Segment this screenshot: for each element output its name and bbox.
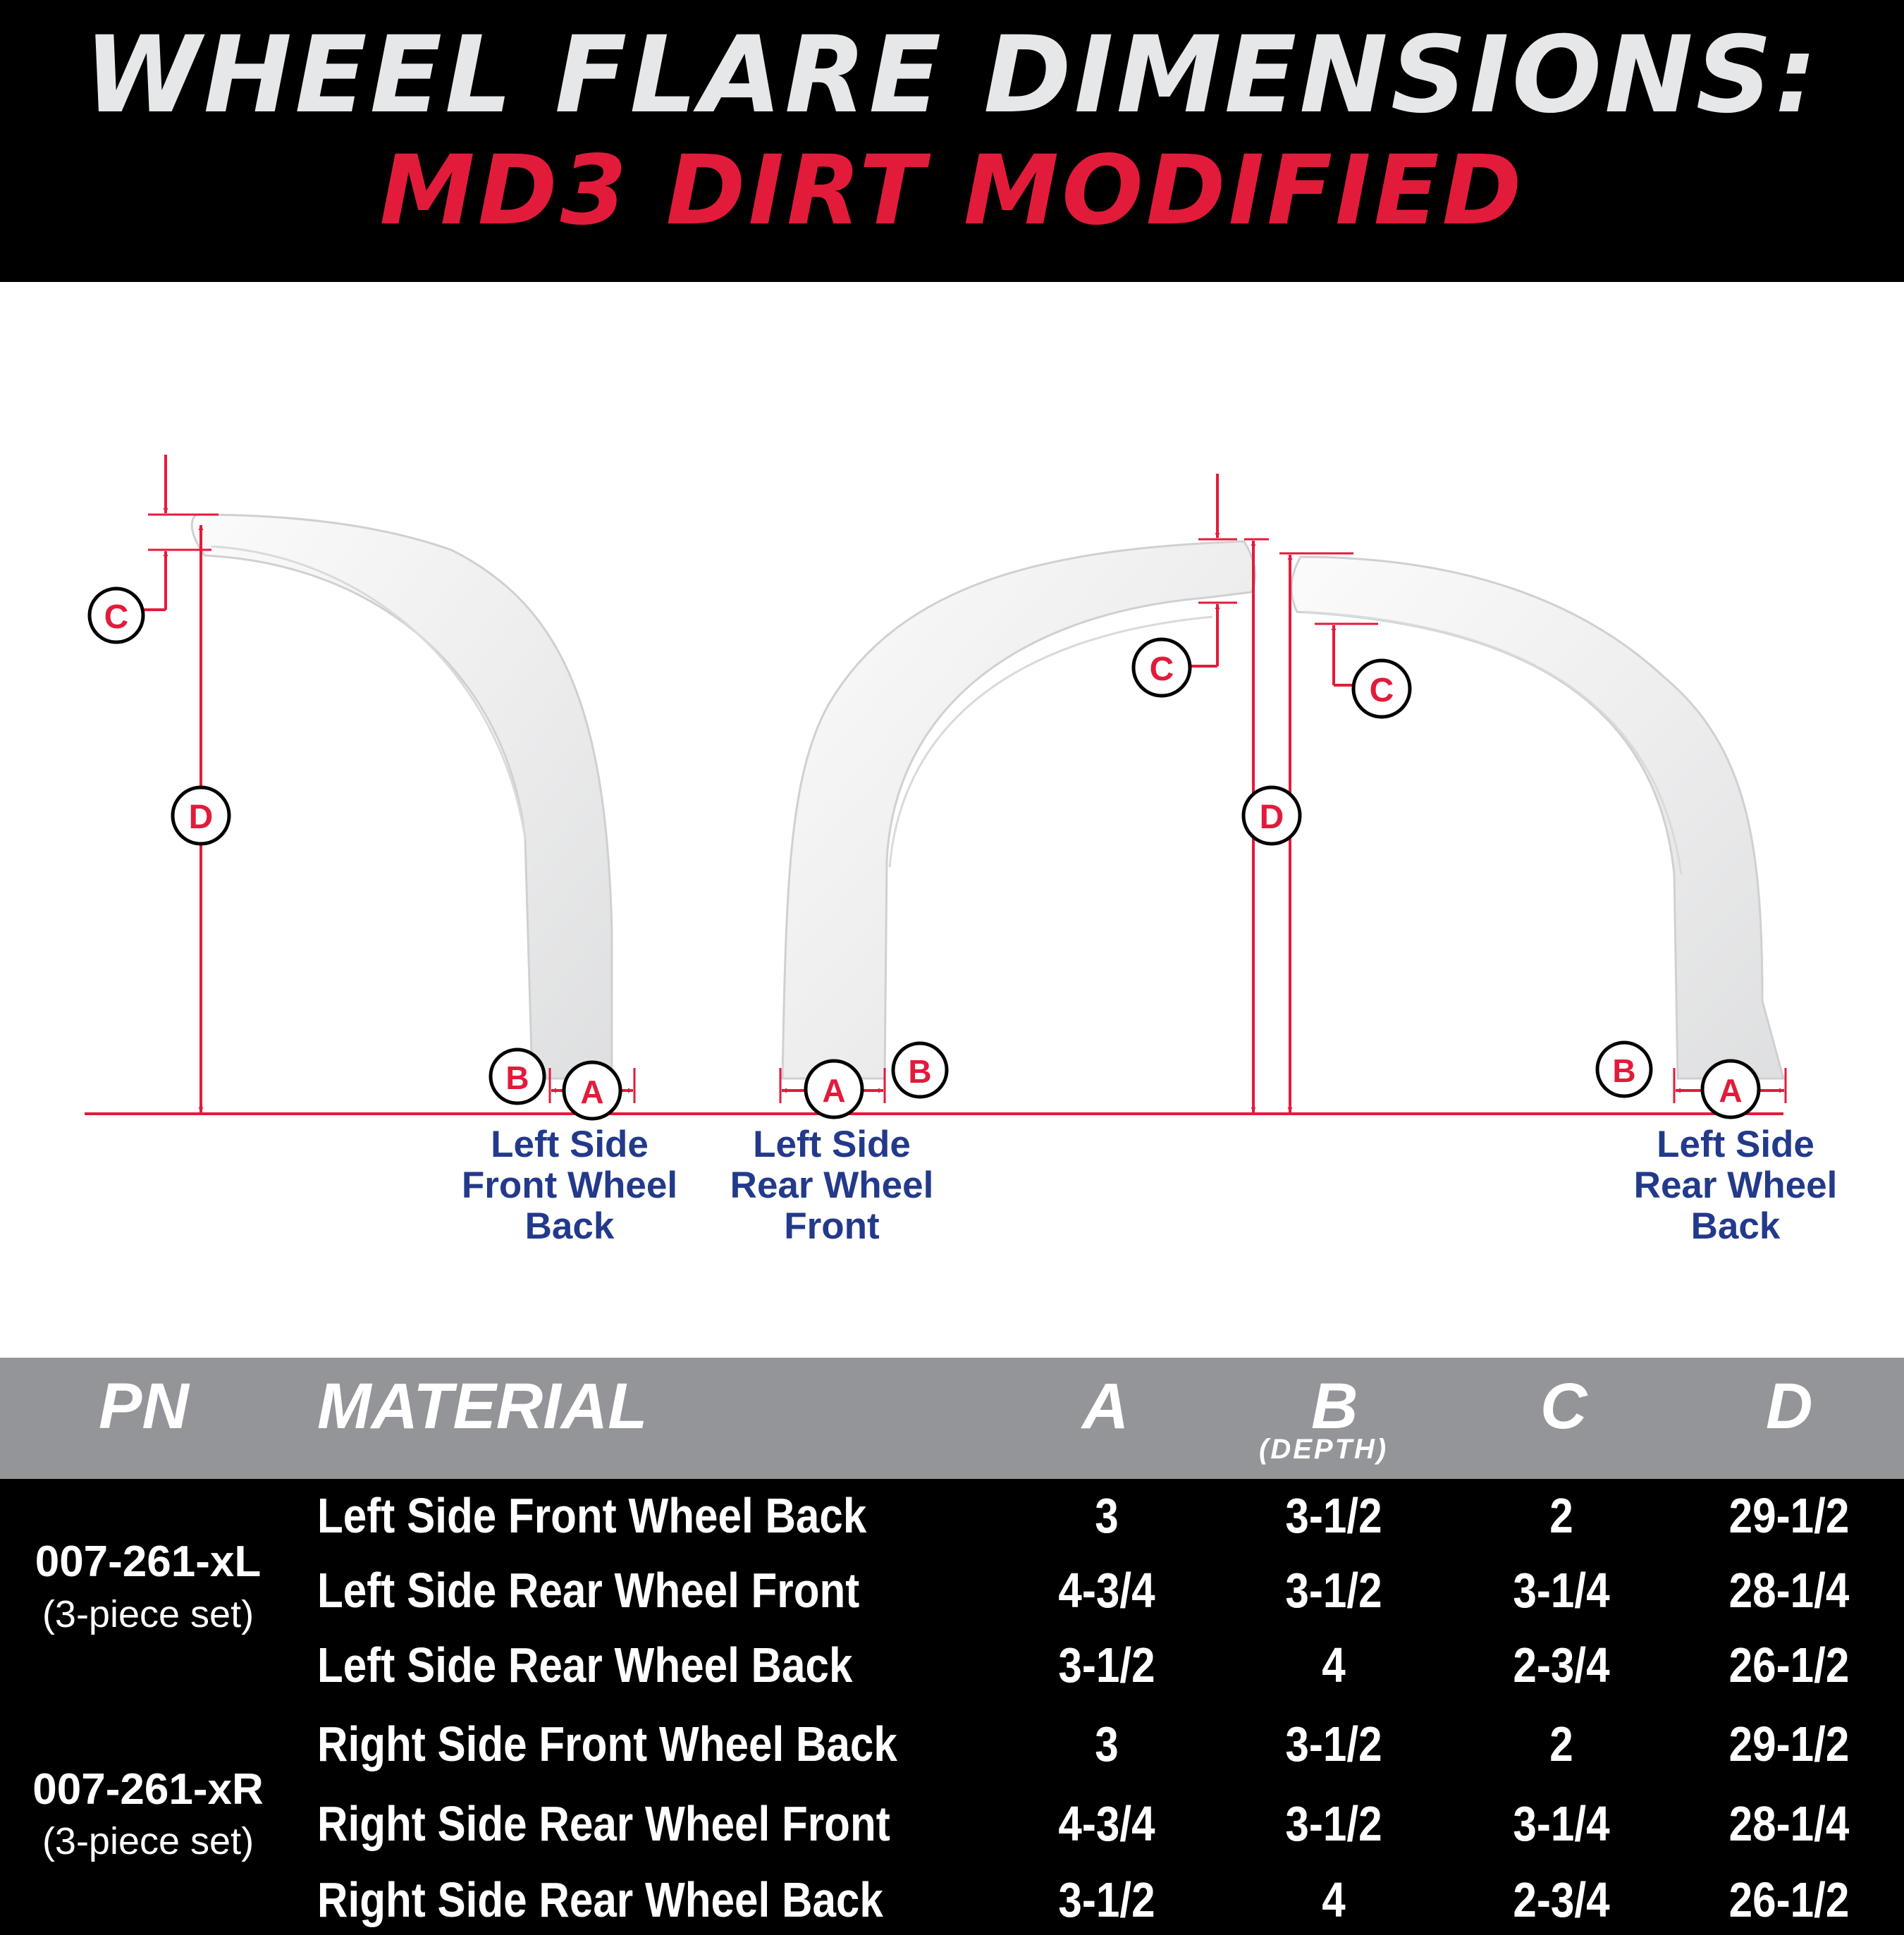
- marker-c-label: C: [104, 598, 129, 636]
- piece-label-line: Front: [784, 1205, 880, 1247]
- table-header: PN MATERIAL A B (DEPTH) C D: [0, 1358, 1904, 1479]
- part-set-note: (3-piece set): [42, 1593, 254, 1635]
- cell-d: 28-1/4: [1728, 1796, 1850, 1851]
- cell-a: 3-1/2: [1058, 1638, 1155, 1693]
- piece-label-line: Rear Wheel: [730, 1165, 934, 1206]
- piece-label-line: Back: [524, 1205, 615, 1247]
- cell-a: 3: [1095, 1488, 1119, 1543]
- cell-material: Right Side Rear Wheel Back: [317, 1872, 883, 1927]
- table-row: Left Side Front Wheel Back 3 3-1/2 2 29-…: [0, 1480, 1904, 1551]
- cell-d: 29-1/2: [1728, 1488, 1850, 1543]
- marker-b-label: B: [1612, 1052, 1635, 1089]
- flare-left-front-back: [190, 513, 613, 1080]
- cell-a: 3-1/2: [1058, 1872, 1155, 1927]
- marker-b-piece2: B: [891, 1041, 949, 1099]
- piece-label-left-rear-front: Left Side Rear Wheel Front: [705, 1124, 959, 1247]
- cell-a: 4-3/4: [1058, 1563, 1155, 1618]
- cell-b: 3-1/2: [1285, 1716, 1382, 1771]
- cell-b: 3-1/2: [1285, 1796, 1382, 1851]
- col-header-b-sub: (DEPTH): [1259, 1434, 1389, 1465]
- table-row: Right Side Front Wheel Back 3 3-1/2 2 29…: [0, 1709, 1904, 1779]
- col-header-material: MATERIAL: [317, 1370, 648, 1442]
- cell-b: 3-1/2: [1285, 1488, 1382, 1543]
- col-header-d: D: [1766, 1370, 1813, 1442]
- marker-c-piece3: C: [1351, 658, 1412, 719]
- marker-b-label: B: [908, 1053, 931, 1090]
- cell-material: Left Side Rear Wheel Front: [317, 1563, 860, 1618]
- table-row: Right Side Rear Wheel Front 4-3/4 3-1/2 …: [0, 1788, 1904, 1859]
- cell-material: Left Side Rear Wheel Back: [317, 1638, 853, 1693]
- cell-c: 3-1/4: [1513, 1796, 1610, 1851]
- cell-a: 4-3/4: [1058, 1796, 1155, 1851]
- marker-a-label: A: [580, 1074, 603, 1110]
- piece-label-left-rear-back: Left Side Rear Wheel Back: [1609, 1124, 1862, 1247]
- dim-c-piece2: [1191, 474, 1237, 668]
- cell-d: 26-1/2: [1728, 1872, 1850, 1927]
- cell-c: 2: [1549, 1716, 1573, 1771]
- piece-label-line: Back: [1690, 1205, 1781, 1247]
- page-title: WHEEL FLARE DIMENSIONS:: [84, 14, 1820, 137]
- cell-c: 3-1/4: [1513, 1563, 1610, 1618]
- cell-c: 2: [1549, 1488, 1573, 1543]
- table-body: 007-261-xL (3-piece set) Left Side Front…: [0, 1479, 1904, 1935]
- col-header-b: B: [1311, 1370, 1358, 1442]
- marker-c-piece1: C: [87, 586, 145, 644]
- cell-c: 2-3/4: [1513, 1872, 1610, 1927]
- marker-a-label: A: [1719, 1072, 1742, 1109]
- marker-a-piece1: A: [562, 1060, 622, 1121]
- marker-c-label: C: [1150, 651, 1174, 688]
- piece-label-line: Rear Wheel: [1633, 1165, 1838, 1206]
- marker-a-label: A: [822, 1072, 845, 1109]
- piece-label-line: Left Side: [753, 1124, 911, 1165]
- flare-left-rear-back-edge: [1303, 610, 1683, 875]
- piece-label-left-front-back: Left Side Front Wheel Back: [443, 1124, 696, 1247]
- cell-b: 4: [1322, 1872, 1346, 1927]
- cell-material: Left Side Front Wheel Back: [317, 1488, 867, 1543]
- header-banner: WHEEL FLARE DIMENSIONS: MD3 DIRT MODIFIE…: [0, 0, 1904, 282]
- flare-diagram-svg: C D B A A B C D: [85, 455, 1787, 1121]
- marker-b-piece3: B: [1595, 1040, 1653, 1098]
- marker-d-piece1: D: [171, 785, 231, 846]
- piece-label-line: Front Wheel: [461, 1165, 678, 1206]
- col-header-a: A: [1082, 1370, 1129, 1442]
- cell-a: 3: [1095, 1716, 1119, 1771]
- cell-c: 2-3/4: [1513, 1638, 1610, 1693]
- marker-d-label: D: [1260, 799, 1284, 836]
- marker-a-piece3: A: [1700, 1059, 1761, 1119]
- col-header-pn: PN: [99, 1370, 189, 1442]
- cell-material: Right Side Front Wheel Back: [317, 1716, 897, 1771]
- marker-c-label: C: [1370, 672, 1394, 709]
- dim-c-piece1: [141, 455, 211, 611]
- marker-d-label: D: [189, 799, 214, 836]
- page-subtitle: MD3 DIRT MODIFIED: [379, 135, 1525, 247]
- marker-b-label: B: [505, 1059, 529, 1096]
- cell-d: 29-1/2: [1728, 1716, 1850, 1771]
- marker-b-piece1: B: [489, 1048, 546, 1105]
- cell-d: 28-1/4: [1728, 1563, 1850, 1618]
- col-header-c: C: [1540, 1370, 1587, 1442]
- marker-c-piece2: C: [1131, 637, 1192, 698]
- table-row: Left Side Rear Wheel Front 4-3/4 3-1/2 3…: [0, 1555, 1904, 1626]
- flare-left-rear-back: [1290, 555, 1785, 1080]
- flare-left-rear-front: [781, 540, 1257, 1080]
- cell-material: Right Side Rear Wheel Front: [317, 1796, 890, 1851]
- part-set-note: (3-piece set): [42, 1820, 254, 1862]
- marker-d-piece2: D: [1241, 785, 1302, 846]
- marker-a-piece2: A: [804, 1059, 864, 1119]
- cell-b: 4: [1322, 1638, 1346, 1693]
- piece-label-line: Left Side: [491, 1124, 649, 1165]
- piece-label-line: Left Side: [1657, 1124, 1814, 1165]
- part-number: 007-261-xL: [35, 1537, 262, 1586]
- flare-left-front-back-edge: [211, 545, 527, 840]
- flare-left-rear-front-edge: [888, 615, 1213, 868]
- cell-b: 3-1/2: [1285, 1563, 1382, 1618]
- table-row: Right Side Rear Wheel Back 3-1/2 4 2-3/4…: [0, 1865, 1904, 1935]
- cell-d: 26-1/2: [1728, 1638, 1850, 1693]
- flare-diagram: C D B A A B C D: [0, 282, 1904, 1353]
- part-number: 007-261-xR: [32, 1765, 264, 1814]
- table-row: Left Side Rear Wheel Back 3-1/2 4 2-3/4 …: [0, 1630, 1904, 1700]
